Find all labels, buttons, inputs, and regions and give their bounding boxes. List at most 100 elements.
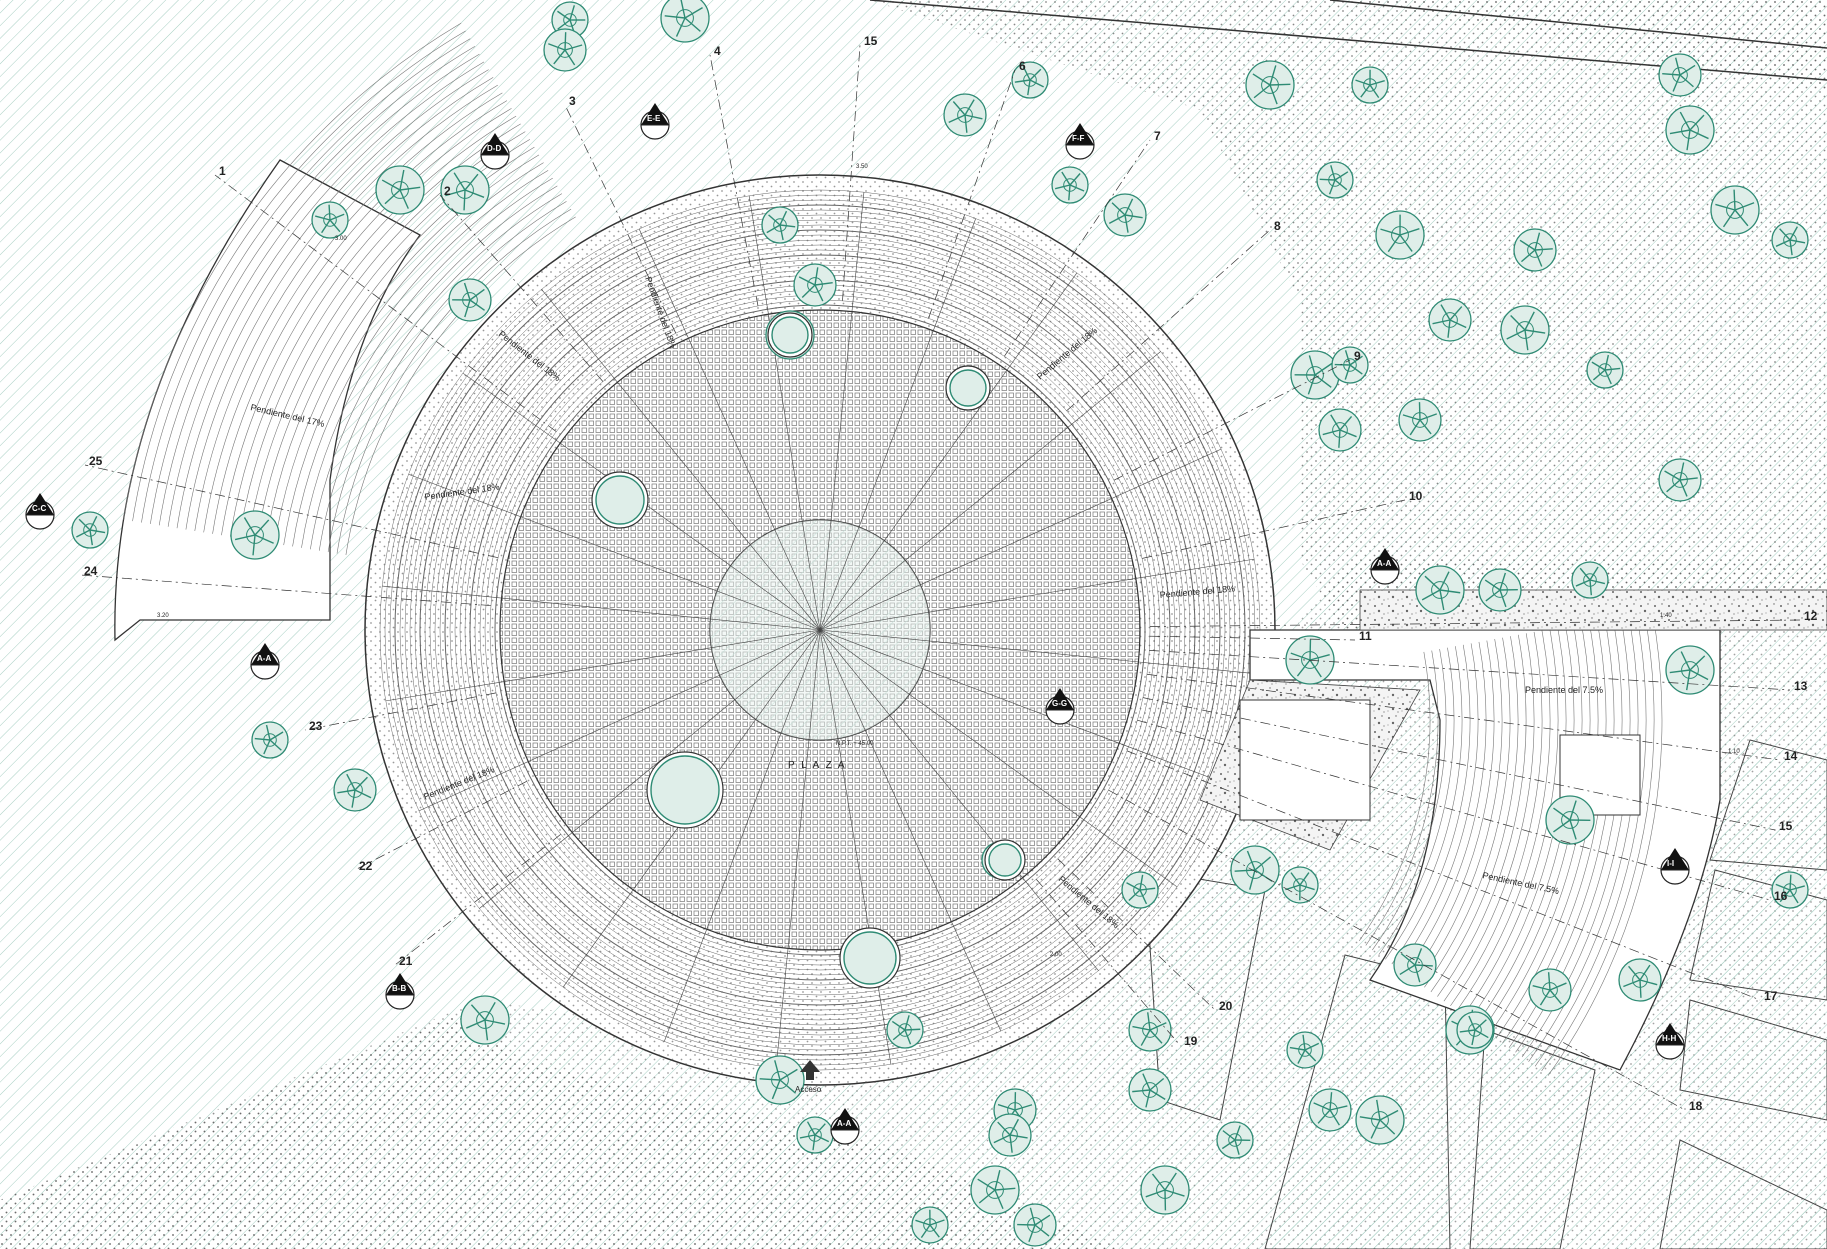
seating-step	[444, 254, 1196, 1006]
tree-icon	[440, 165, 490, 215]
tree-icon	[1230, 845, 1280, 895]
tree-icon	[1375, 210, 1425, 260]
axis-label: 4	[714, 44, 721, 58]
radial-grid-lines	[382, 192, 1258, 1068]
tree-icon	[1393, 943, 1437, 987]
section-marker-label: B-B	[392, 984, 406, 993]
axis-label: 17	[1764, 989, 1778, 1003]
tree-icon	[1665, 645, 1715, 695]
tree-icon	[1308, 1088, 1352, 1132]
tree-icon	[1281, 866, 1319, 904]
step-arc	[283, 162, 544, 546]
axis-label: 20	[1219, 999, 1233, 1013]
tree-icon	[1398, 398, 1442, 442]
tree-icon	[1710, 185, 1760, 235]
radial-line	[479, 629, 821, 909]
radial-line	[819, 629, 1099, 971]
axis-label: 18	[1689, 1099, 1703, 1113]
section-marker-icon: F-F	[1065, 123, 1095, 160]
section-marker-label: A-A	[1377, 559, 1391, 568]
tree-icon	[1771, 871, 1809, 909]
axis-label: 24	[84, 564, 98, 578]
planter-icon	[945, 365, 991, 411]
tree-icon	[1128, 1068, 1172, 1112]
tree-icon	[1355, 1095, 1405, 1145]
tree-icon	[1500, 305, 1550, 355]
axis-line	[79, 574, 491, 606]
section-marker-icon: A-A	[830, 1108, 860, 1145]
tree-icon	[761, 206, 799, 244]
tree-icon	[1216, 1121, 1254, 1159]
axis-label: 23	[309, 719, 323, 733]
axis-line	[1142, 499, 1406, 559]
section-markers: A-AA-AA-AB-BC-CD-DE-EF-FG-GH-HI-I	[25, 103, 1690, 1145]
step-arc	[1404, 641, 1487, 974]
axis-line	[1035, 879, 1181, 1046]
axis-label: 7	[1154, 129, 1161, 143]
seating-step	[439, 249, 1201, 1011]
tree-icon	[1415, 565, 1465, 615]
step-arc	[203, 92, 503, 533]
east-void	[1239, 699, 1371, 821]
trees	[71, 0, 1809, 1247]
terrain-dotted-southwest	[0, 1010, 1120, 1249]
tree-icon	[1286, 1031, 1324, 1069]
step-arc	[176, 69, 489, 529]
axis-label: 15	[1779, 819, 1793, 833]
radial-line	[819, 558, 1255, 631]
tree-icon	[1245, 60, 1295, 110]
step-arc	[1541, 611, 1655, 1072]
axis-label: 14	[1784, 749, 1798, 763]
road-edge	[1329, 0, 1827, 49]
axis-line	[1113, 359, 1351, 481]
radial-line	[408, 473, 821, 631]
tree-icon	[1571, 561, 1609, 599]
radial-line	[819, 218, 977, 631]
tree-icon	[1290, 350, 1340, 400]
section-marker-label: A-A	[257, 654, 271, 663]
tree-icon	[543, 28, 587, 72]
step-arc	[1456, 630, 1551, 1011]
step-arc	[221, 108, 512, 536]
radial-line	[819, 629, 1178, 888]
radial-line	[748, 195, 821, 631]
seating-step	[419, 229, 1221, 1031]
axis-line	[1004, 139, 1151, 357]
radial-line	[385, 629, 821, 702]
seating-step	[399, 209, 1241, 1051]
axis-label: 10	[1409, 489, 1423, 503]
tree-icon	[1351, 66, 1389, 104]
section-marker-label: C-C	[32, 504, 46, 513]
seating-step	[429, 239, 1211, 1021]
axis-label: 21	[399, 954, 413, 968]
amphitheater	[364, 174, 1276, 1086]
seating-step	[414, 224, 1226, 1036]
axis-label: 2	[444, 184, 451, 198]
tree-icon	[333, 768, 377, 812]
section-marker-icon: I-I	[1660, 848, 1690, 885]
tree-icon	[71, 511, 109, 549]
axis-label: 8	[1274, 219, 1281, 233]
tree-icon	[988, 1113, 1032, 1157]
section-marker-icon: D-D	[480, 133, 510, 170]
step-arc	[230, 115, 517, 537]
radial-line	[819, 448, 1222, 631]
radial-line	[819, 351, 1161, 631]
access-arrow-icon	[800, 1060, 820, 1080]
seating-step	[424, 234, 1216, 1026]
section-marker-icon: H-H	[1655, 1023, 1685, 1060]
axis-label: 22	[359, 859, 373, 873]
axis-line	[1108, 789, 1686, 1111]
tree-icon	[1428, 298, 1472, 342]
building-block	[1659, 1139, 1827, 1249]
axis-label: 13	[1794, 679, 1808, 693]
axis-label: 9	[1354, 349, 1361, 363]
slope-label: Pendiente del 7.5%	[1525, 685, 1603, 695]
planter-icon	[591, 471, 649, 529]
axis-line	[842, 44, 861, 301]
step-arc	[1372, 649, 1447, 951]
planter-icon	[984, 839, 1026, 881]
axis-label: 16	[1774, 889, 1788, 903]
